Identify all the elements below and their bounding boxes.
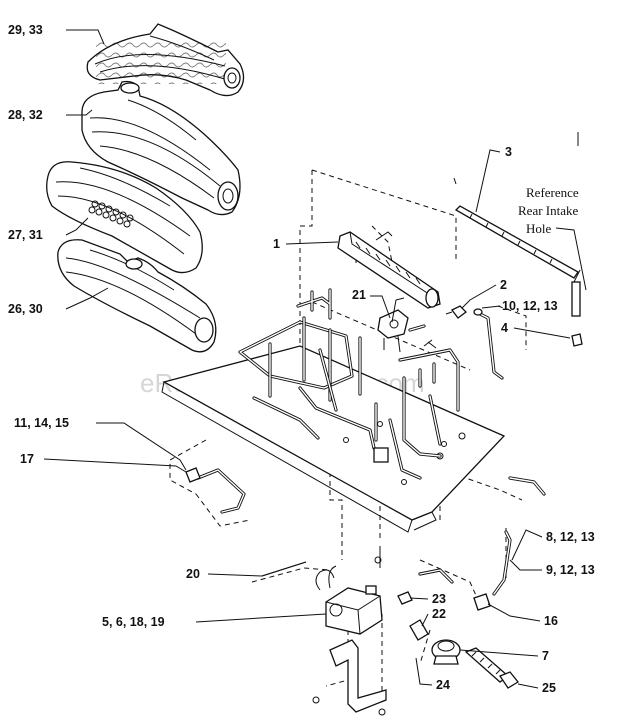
log-second xyxy=(81,80,241,216)
callout-9-12-13: 9, 12, 13 xyxy=(546,563,595,577)
log-third xyxy=(46,161,203,274)
rear-burner-rod xyxy=(454,132,581,317)
callout-21: 21 xyxy=(352,288,366,302)
callout-26-30: 26, 30 xyxy=(8,302,43,316)
regulator-7 xyxy=(431,639,461,665)
callout-27-31: 27, 31 xyxy=(8,228,43,242)
callout-24: 24 xyxy=(436,678,450,692)
log-top xyxy=(86,23,245,97)
supply-tube-9 xyxy=(492,530,512,596)
callout-16: 16 xyxy=(544,614,558,628)
log-bottom xyxy=(57,239,217,353)
callout-4: 4 xyxy=(501,321,508,335)
callout-25: 25 xyxy=(542,681,556,695)
callout-3: 3 xyxy=(505,145,512,159)
callout-29-33: 29, 33 xyxy=(8,23,43,37)
screw-top xyxy=(453,177,457,185)
callout-17: 17 xyxy=(20,452,34,466)
fitting-22 xyxy=(409,619,429,641)
callout-5-6-18-19: 5, 6, 18, 19 xyxy=(102,615,165,629)
pilot-assembly xyxy=(377,297,437,353)
fitting-23 xyxy=(397,591,413,605)
callout-10-12-13: 10, 12, 13 xyxy=(502,299,558,313)
callout-1: 1 xyxy=(273,237,280,251)
mounting-bracket xyxy=(312,639,387,716)
reference-note: Reference Rear Intake Hole xyxy=(518,185,587,291)
left-bracket xyxy=(185,467,246,514)
callout-22: 22 xyxy=(432,607,446,621)
callout-23: 23 xyxy=(432,592,446,606)
fitting-2 xyxy=(445,305,467,319)
leader-lines xyxy=(43,29,571,689)
gas-valve xyxy=(315,546,383,635)
callout-20: 20 xyxy=(186,567,200,581)
supply-tube-8 xyxy=(418,568,454,584)
fitting-4 xyxy=(571,333,583,347)
grate-assembly xyxy=(238,288,460,480)
pilot-tube-10 xyxy=(473,308,504,380)
reference-note-line-1: Reference xyxy=(526,185,579,200)
front-burner xyxy=(337,231,441,309)
reference-note-line-3: Hole xyxy=(526,221,552,236)
callout-28-32: 28, 32 xyxy=(8,108,43,122)
fitting-16 xyxy=(473,593,491,611)
callout-2: 2 xyxy=(500,278,507,292)
reference-note-line-2: Rear Intake xyxy=(518,203,579,218)
callout-11-14-15: 11, 14, 15 xyxy=(14,416,69,430)
thermocouple-20 xyxy=(261,561,307,577)
burner-pan xyxy=(161,345,506,533)
ember-bed xyxy=(88,200,134,228)
callout-7: 7 xyxy=(542,649,549,663)
connector-25 xyxy=(464,647,519,689)
tube-top-right xyxy=(508,476,546,496)
callout-8-12-13: 8, 12, 13 xyxy=(546,530,595,544)
callout-labels: 29, 33 28, 32 27, 31 26, 30 1 3 2 21 10,… xyxy=(8,23,595,695)
